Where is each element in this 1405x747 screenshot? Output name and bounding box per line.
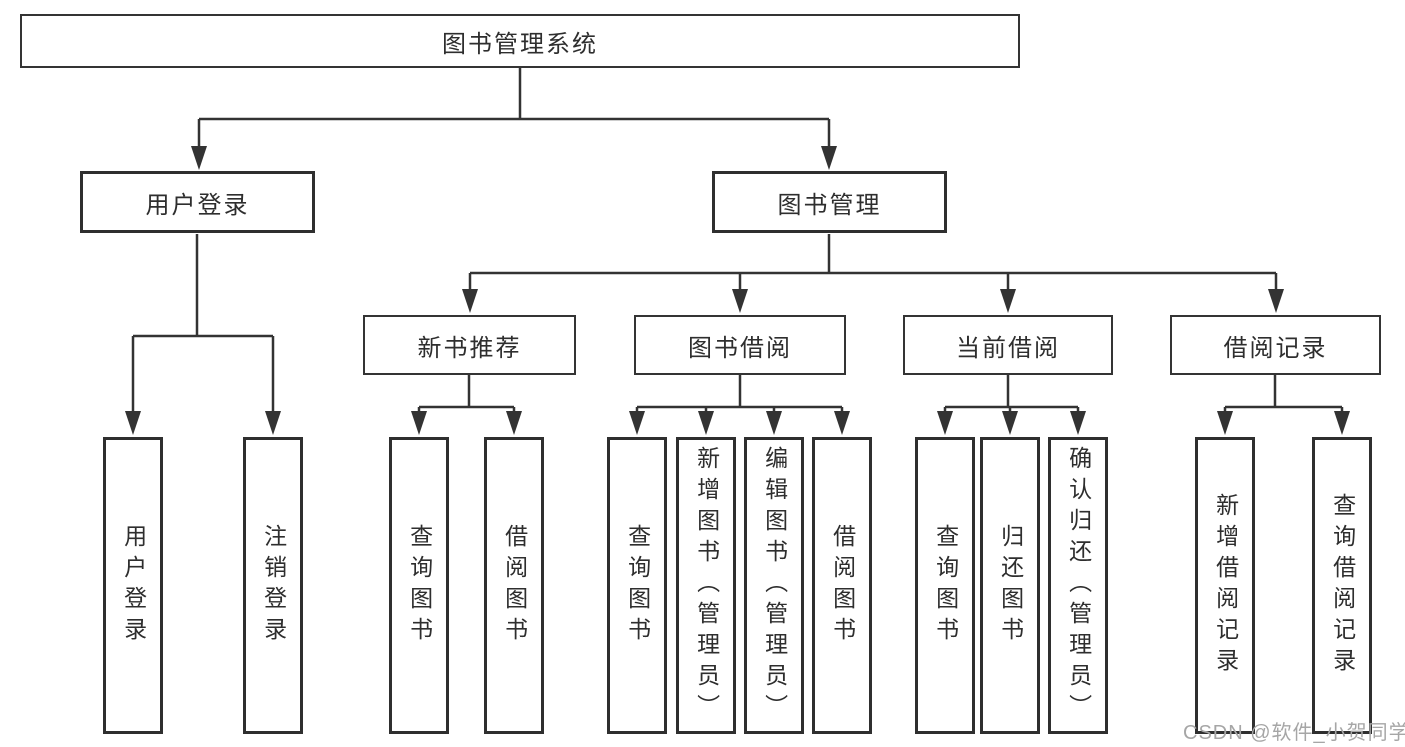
- node-label: 图书借阅: [688, 334, 792, 362]
- node-label: 当前借阅: [956, 334, 1060, 362]
- node-label: 用户登录: [145, 191, 250, 219]
- connector-book-management-children: [462, 234, 1284, 313]
- node-label: 注销登录: [260, 523, 287, 648]
- node-label: 用户登录: [120, 523, 147, 648]
- leaf-borrow-books: 借阅图书: [812, 437, 872, 734]
- connector-new-book-children: [411, 375, 522, 435]
- arrowhead-icon: [834, 411, 850, 435]
- arrowhead-icon: [821, 146, 837, 170]
- node-label: 查询图书: [406, 523, 433, 648]
- node-borrowing-records: 借阅记录: [1170, 315, 1381, 375]
- connector-borrow-records-children: [1217, 375, 1350, 435]
- node-label: 图书管理: [777, 191, 882, 219]
- arrowhead-icon: [1268, 289, 1284, 313]
- leaf-query-books-borrow: 查询图书: [607, 437, 667, 734]
- arrowhead-icon: [937, 411, 953, 435]
- arrowhead-icon: [732, 289, 748, 313]
- node-label: 查询图书: [624, 523, 651, 648]
- node-user-login: 用户登录: [80, 171, 315, 233]
- node-new-book-recommendation: 新书推荐: [363, 315, 576, 375]
- connector-root-to-level2: [191, 68, 837, 170]
- leaf-edit-book-admin: 编辑图书（管理员）: [744, 437, 804, 734]
- leaf-logout-login: 注销登录: [243, 437, 303, 734]
- connector-current-borrow-children: [937, 375, 1086, 435]
- node-label: 归还图书: [997, 523, 1024, 648]
- arrowhead-icon: [1002, 411, 1018, 435]
- node-library-management-system: 图书管理系统: [20, 14, 1020, 68]
- leaf-query-books-recommend: 查询图书: [389, 437, 449, 734]
- node-label: 借阅记录: [1223, 334, 1328, 362]
- node-label: 新增图书（管理员）: [693, 446, 720, 725]
- node-label: 图书管理系统: [442, 30, 598, 58]
- leaf-query-borrow-record: 查询借阅记录: [1312, 437, 1372, 734]
- arrowhead-icon: [506, 411, 522, 435]
- node-label: 新增借阅记录: [1212, 492, 1239, 679]
- node-label: 借阅图书: [829, 523, 856, 648]
- arrowhead-icon: [1217, 411, 1233, 435]
- node-label: 编辑图书（管理员）: [761, 446, 788, 725]
- arrowhead-icon: [698, 411, 714, 435]
- arrowhead-icon: [191, 146, 207, 170]
- node-label: 查询图书: [932, 523, 959, 648]
- connector-user-login-children: [125, 234, 281, 435]
- leaf-borrow-books-recommend: 借阅图书: [484, 437, 544, 734]
- arrowhead-icon: [125, 411, 141, 435]
- arrowhead-icon: [766, 411, 782, 435]
- leaf-add-borrow-record: 新增借阅记录: [1195, 437, 1255, 734]
- arrowhead-icon: [1334, 411, 1350, 435]
- node-label: 借阅图书: [501, 523, 528, 648]
- arrowhead-icon: [265, 411, 281, 435]
- arrowhead-icon: [411, 411, 427, 435]
- node-label: 确认归还（管理员）: [1065, 446, 1092, 725]
- arrowhead-icon: [1070, 411, 1086, 435]
- arrowhead-icon: [1000, 289, 1016, 313]
- leaf-return-books: 归还图书: [980, 437, 1040, 734]
- node-label: 新书推荐: [417, 334, 522, 362]
- node-current-borrowing: 当前借阅: [903, 315, 1113, 375]
- connector-book-borrow-children: [629, 375, 850, 435]
- node-label: 查询借阅记录: [1329, 492, 1356, 679]
- leaf-user-login: 用户登录: [103, 437, 163, 734]
- watermark: CSDN @软件_小贺同学: [1183, 722, 1405, 744]
- node-book-management: 图书管理: [712, 171, 947, 233]
- leaf-query-books-current: 查询图书: [915, 437, 975, 734]
- leaf-confirm-return-admin: 确认归还（管理员）: [1048, 437, 1108, 734]
- arrowhead-icon: [629, 411, 645, 435]
- arrowhead-icon: [462, 289, 478, 313]
- leaf-add-book-admin: 新增图书（管理员）: [676, 437, 736, 734]
- node-book-borrowing: 图书借阅: [634, 315, 846, 375]
